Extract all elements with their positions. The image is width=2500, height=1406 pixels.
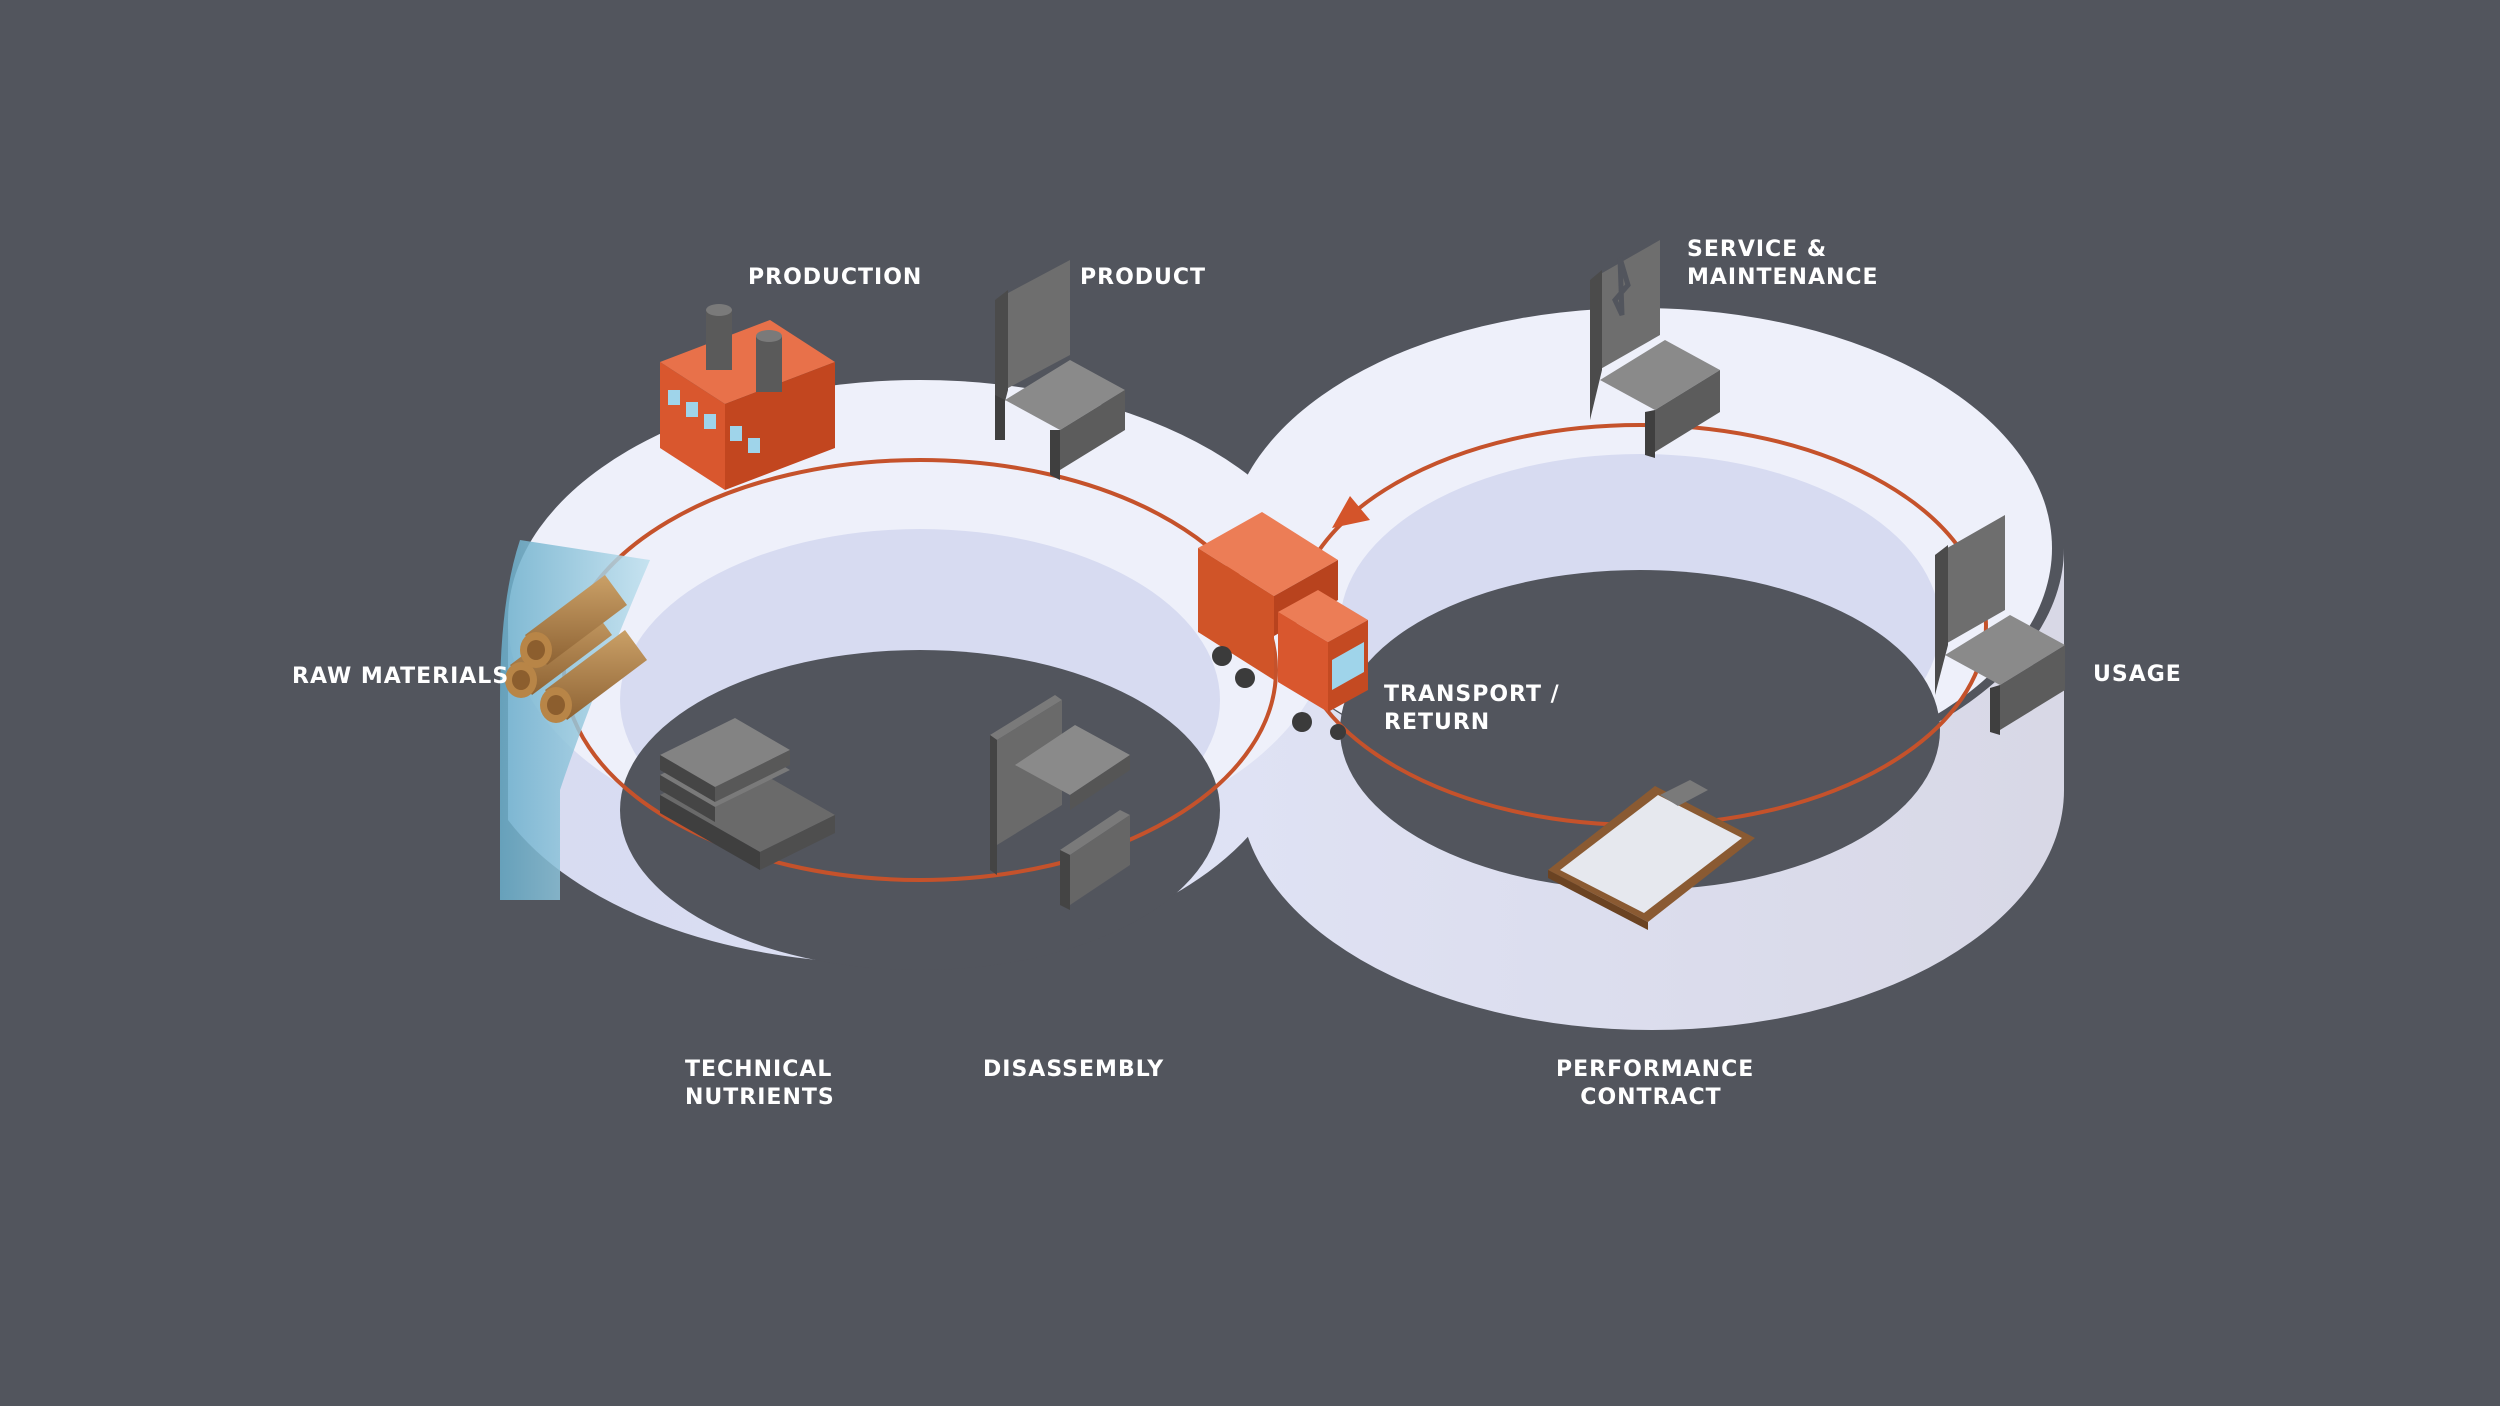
usage-label-text: USAGE (2093, 662, 2182, 687)
truck-icon (1198, 512, 1368, 740)
disassembly-label: DISASSEMBLY (983, 1056, 1164, 1084)
clipboard-icon (1548, 780, 1755, 930)
transport-label-line2: RETURN (1384, 710, 1491, 735)
transport-return-label: TRANSPORT / RETURN (1384, 681, 1560, 737)
broken-chair-icon (1590, 240, 1720, 458)
right-ring (1228, 308, 2064, 1030)
production-label-text: PRODUCTION (748, 265, 923, 290)
technical-nutrients-label: TECHNICAL NUTRIENTS (685, 1056, 835, 1112)
right-ring-hole (1340, 570, 1940, 890)
service-label-line1: SERVICE & (1687, 237, 1828, 262)
usage-chair-icon (1935, 515, 2065, 735)
service-maintenance-label: SERVICE & MAINTENANCE (1687, 236, 1879, 292)
technical-label-line1: TECHNICAL (685, 1057, 833, 1082)
product-label-text: PRODUCT (1080, 265, 1207, 290)
disassembled-chair-icon (990, 695, 1130, 910)
right-ring-outer-wall (1228, 548, 2064, 1030)
performance-label-line2: CONTRACT (1580, 1085, 1722, 1110)
stacked-plates-icon (660, 718, 835, 870)
flow-arrow-icon (1332, 496, 1370, 528)
production-label: PRODUCTION (748, 264, 922, 292)
raw-materials-label: RAW MATERIALS (292, 663, 509, 691)
logs-icon (505, 575, 647, 723)
product-label: PRODUCT (1080, 264, 1206, 292)
performance-contract-label: PERFORMANCE CONTRACT (1556, 1056, 1755, 1112)
factory-icon (660, 304, 835, 490)
raw-materials-label-text: RAW MATERIALS (292, 664, 510, 689)
service-label-line2: MAINTENANCE (1687, 265, 1879, 290)
disassembly-label-text: DISASSEMBLY (983, 1057, 1165, 1082)
technical-label-line2: NUTRIENTS (685, 1085, 835, 1110)
transport-label-line1: TRANSPORT / (1384, 682, 1560, 707)
chair-icon (995, 260, 1125, 480)
performance-label-line1: PERFORMANCE (1556, 1057, 1755, 1082)
usage-label: USAGE (2093, 661, 2182, 689)
